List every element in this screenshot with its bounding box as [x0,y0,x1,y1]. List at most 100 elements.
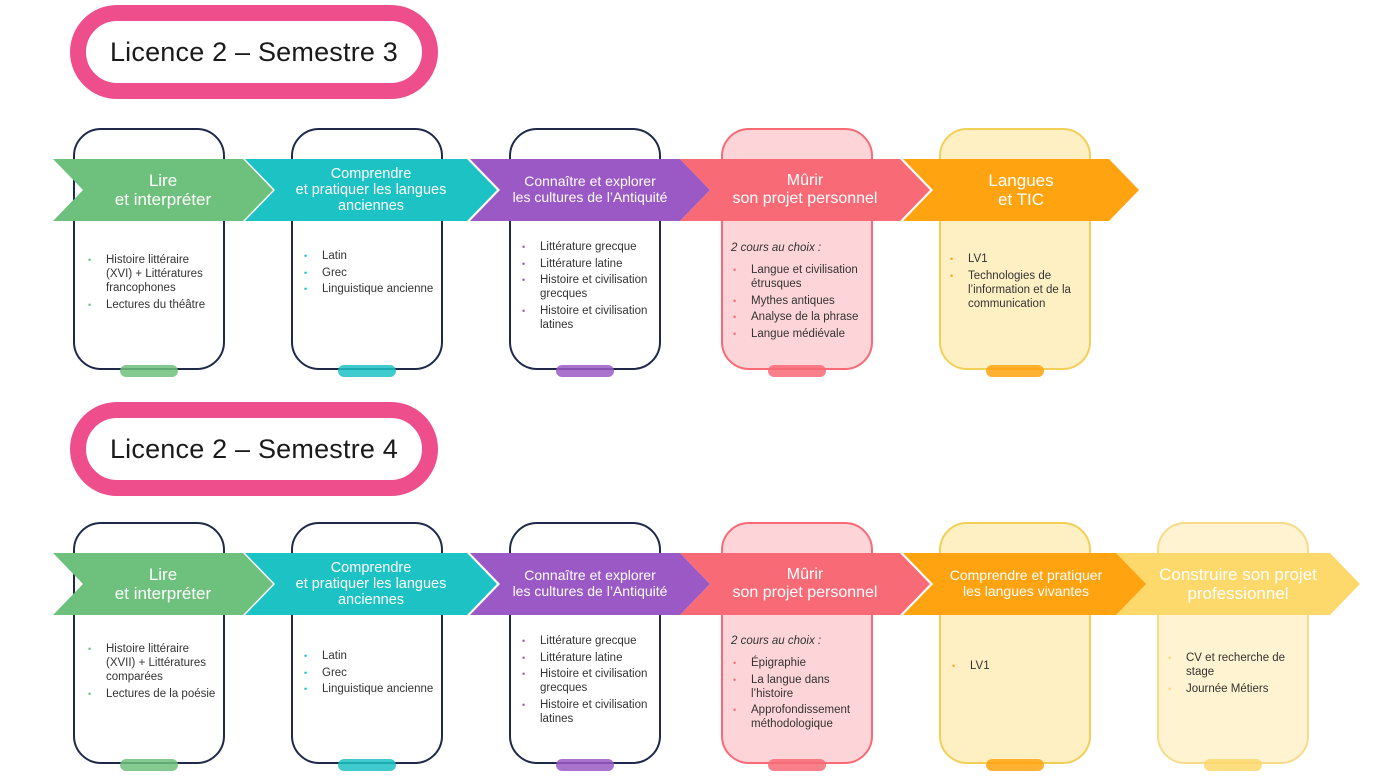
s4-card-tab-5 [986,759,1044,771]
list-item: • Grec [302,666,435,680]
s4-course-list-3: •Littérature grecque•Littérature latine•… [520,634,653,728]
s4-module-label-2: Comprendre et pratiquer les langues anci… [295,559,447,609]
s4-module-chevron-4: Mûrir son projet personnel [680,553,930,615]
bullet-icon: • [733,674,737,685]
bullet-icon: • [304,684,308,694]
bullet-icon: • [522,652,526,663]
s4-course-list-1: •Histoire littéraire (XVII) + Littératur… [86,642,217,703]
bullet-icon: • [522,275,526,285]
list-item: • Grec [302,266,435,280]
list-item-text: LV1 [970,660,990,672]
s3-module-chevron-5: Langues et TIC [903,159,1139,221]
s3-course-list-2: • Latin • Grec •Linguistique ancienne [302,249,435,299]
list-item: • Mythes antiques [731,294,865,308]
list-item-text: Littérature latine [540,257,623,270]
bullet-icon: • [522,258,526,269]
list-item: • Linguistique ancienne [302,682,435,696]
s4-module-label-5: Comprendre et pratiquer les langues viva… [949,567,1103,599]
list-item-text: Mythes antiques [751,294,835,307]
list-item-text: Histoire et civilisation grecques [540,274,648,300]
list-item-text: Histoire littéraire (XVI) + Littératures… [106,254,203,294]
list-item: • Technologies de l’information et de la … [948,269,1083,311]
list-item-text: Lectures du théâtre [106,298,206,311]
s3-module-label-1: Lire et interpréter [114,170,212,209]
s4-course-list-6: • CV et recherche de stage •Journée Métier… [1166,651,1301,698]
list-item-text: Histoire et civilisation grecques [540,668,648,694]
list-item: • CV et recherche de stage [1166,651,1301,679]
s4-module-label-6: Construire son projet professionnel [1159,564,1317,603]
s4-course-list-2: • Latin • Grec • Linguistique ancienne [302,649,435,699]
list-item-text: Linguistique ancienne [322,283,434,295]
list-item-text: Linguistique ancienne [322,683,434,695]
bullet-icon: • [733,658,737,668]
bullet-icon: • [88,255,92,265]
bullet-icon: • [952,661,956,671]
list-item-text: Littérature latine [540,651,623,664]
s3-module-label-4: Mûrir son projet personnel [732,172,878,207]
s3-choice-note: 2 cours au choix : [731,242,822,254]
semester-4-title: Licence 2 – Semestre 4 [109,433,399,464]
s3-module-chevron-3: Connaître et explorer les cultures de l’… [470,159,710,221]
s3-course-list-4: 2 cours au choix :•Langue et civilisatio… [731,241,865,343]
list-item-text: La langue dans l’histoire [751,673,830,700]
bullet-icon: • [304,267,308,278]
list-item-text: Technologies de l’information et de la c… [968,269,1071,310]
list-item: • Littérature latine [520,651,653,665]
list-item: • La langue dans l’histoire [731,673,865,701]
s3-module-chevron-4: Mûrir son projet personnel [680,159,930,221]
list-item-text: CV et recherche de stage [1186,652,1286,678]
s4-module-chevron-2: Comprendre et pratiquer les langues anci… [245,553,497,615]
s3-course-list-5: •LV1•Technologies de l’information et de… [948,252,1083,313]
list-item-text: Analyse de la phrase [751,311,859,323]
list-item: •Approfondissement méthodologique [731,703,865,731]
bullet-icon: • [522,242,526,252]
list-item-text: Grec [322,666,347,679]
bullet-icon: • [733,705,737,715]
s4-course-list-4: 2 cours au choix :•Épigraphie•La langue … [731,634,865,734]
bullet-icon: • [1168,653,1172,663]
s4-card-tab-4 [768,759,826,771]
list-item: •Histoire et civilisation latines [520,698,653,726]
list-item: • Littérature latine [520,257,653,271]
bullet-icon: • [733,265,737,275]
list-item: •Lectures de la poésie [86,687,217,701]
s4-card-tab-3 [556,759,614,771]
bullet-icon: • [88,644,92,654]
list-item: •Linguistique ancienne [302,282,435,296]
list-item-text: Littérature grecque [540,635,637,647]
list-item: •Journée Métiers [1166,682,1301,696]
semester-3-title-pill: Licence 2 – Semestre 3 [70,5,438,99]
list-item: • Latin [302,649,435,663]
bullet-icon: • [304,651,308,661]
s3-module-chevron-2: Comprendre et pratiquer les langues anci… [245,159,497,221]
bullet-icon: • [733,295,737,306]
list-item-text: Histoire et civilisation latines [540,304,648,331]
list-item-text: Journée Métiers [1186,682,1269,695]
list-item: • Analyse de la phrase [731,310,865,324]
list-item: •Épigraphie [731,656,865,670]
list-item: • Histoire et civilisation grecques [520,273,653,301]
s4-module-chevron-1: Lire et interpréter [53,553,273,615]
list-item-text: Grec [322,266,347,279]
s4-module-chevron-6: Construire son projet professionnel [1116,553,1360,615]
bullet-icon: • [304,667,308,678]
list-item: •Langue médiévale [731,327,865,341]
list-item-text: Langue médiévale [751,327,845,340]
s4-module-label-3: Connaître et explorer les cultures de l’… [512,567,668,599]
list-item-text: Latin [322,250,347,262]
list-item: •Littérature grecque [520,634,653,648]
list-item: •Histoire et civilisation grecques [520,667,653,695]
s3-module-chevron-1: Lire et interpréter [53,159,273,221]
bullet-icon: • [950,254,954,264]
s3-card-tab-1 [120,365,178,377]
bullet-icon: • [950,270,954,281]
bullet-icon: • [733,312,737,322]
bullet-icon: • [522,699,526,710]
s4-card-tab-6 [1204,759,1262,771]
semester-4-title-pill: Licence 2 – Semestre 4 [70,402,438,496]
s3-course-list-1: • Histoire littéraire (XVI) + Littérature… [86,253,217,314]
s3-module-label-5: Langues et TIC [988,170,1054,209]
list-item: •Histoire littéraire (XVII) + Littératur… [86,642,217,684]
list-item: •Histoire et civilisation latines [520,304,653,332]
list-item-text: Latin [322,650,347,662]
